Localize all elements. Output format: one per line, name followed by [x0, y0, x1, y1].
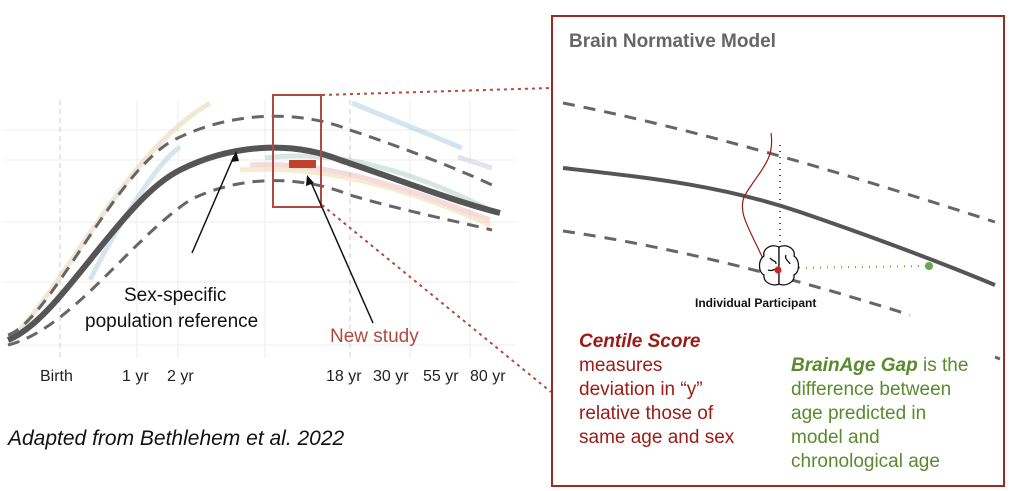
- predicted-age-point: [925, 262, 933, 270]
- panel-median-curve: [562, 166, 996, 287]
- study-curves: [18, 100, 493, 332]
- brain-icon: [758, 245, 800, 286]
- grid: [5, 100, 515, 358]
- tick-30yr: 30 yr: [373, 368, 409, 385]
- reference-label-line1: Sex-specific: [124, 285, 227, 306]
- lower-centile-curve: [7, 179, 493, 347]
- distribution-curve: [741, 132, 773, 281]
- zoom-box: [272, 94, 322, 208]
- new-study-label: New study: [330, 326, 419, 347]
- panel-lower-centile: [562, 229, 911, 317]
- reference-arrow: [191, 155, 235, 254]
- brain-normative-model-panel: Brain Normative Model Individual Partici…: [551, 15, 1005, 487]
- citation: Adapted from Bethlehem et al. 2022: [8, 427, 345, 450]
- participant-point: [774, 266, 782, 274]
- brainage-gap-text: BrainAge Gap is the difference between a…: [791, 355, 969, 472]
- participant-label: Individual Participant: [695, 296, 817, 310]
- upper-centile-curve: [7, 114, 493, 337]
- panel-title: Brain Normative Model: [569, 31, 776, 52]
- tick-2yr: 2 yr: [167, 368, 194, 385]
- tick-1yr: 1 yr: [122, 368, 149, 385]
- tick-birth: Birth: [40, 368, 73, 385]
- zoom-connector-bottom: [321, 204, 552, 393]
- reference-label-line2: population reference: [85, 311, 259, 332]
- brainage-gap-line: [784, 265, 929, 269]
- tick-18yr: 18 yr: [326, 368, 362, 385]
- new-study-marker: [289, 160, 316, 168]
- zoom-connector-top: [321, 87, 552, 96]
- tick-55yr: 55 yr: [423, 368, 459, 385]
- population-median-curve: [6, 144, 501, 343]
- centile-score-text: Centile Score measures deviation in “y” …: [579, 331, 735, 448]
- tick-80yr: 80 yr: [470, 368, 506, 385]
- panel-upper-centile: [562, 101, 996, 224]
- new-study-arrow: [309, 179, 374, 324]
